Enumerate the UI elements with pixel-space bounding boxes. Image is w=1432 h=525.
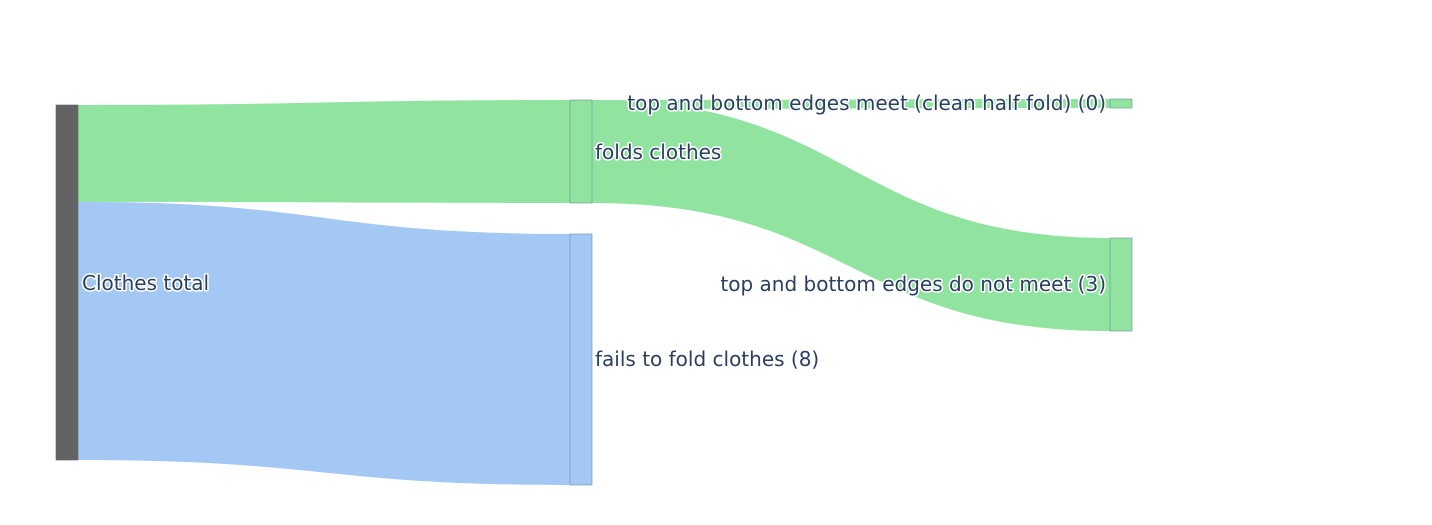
node-meet[interactable] bbox=[1109, 98, 1133, 109]
node-label-nomeet: top and bottom edges do not meet (3) bbox=[720, 272, 1106, 296]
node-nomeet[interactable] bbox=[1109, 237, 1133, 332]
node-fails[interactable] bbox=[569, 233, 593, 486]
node-label-total: Clothes total bbox=[82, 271, 209, 295]
node-folds[interactable] bbox=[569, 99, 593, 204]
node-label-folds: folds clothes bbox=[595, 140, 721, 164]
link-folds-to-nomeet[interactable] bbox=[592, 100, 1110, 331]
sankey-labels: Clothes total folds clothes fails to fold … bbox=[81, 90, 1108, 373]
link-folds-to-meet[interactable] bbox=[592, 99, 1110, 109]
sankey-links bbox=[78, 99, 1110, 485]
node-total[interactable] bbox=[55, 104, 79, 461]
sankey-nodes bbox=[55, 98, 1133, 486]
link-total-to-fails[interactable] bbox=[78, 201, 570, 485]
node-label-meet: top and bottom edges meet (clean half fo… bbox=[627, 91, 1106, 115]
link-total-to-folds[interactable] bbox=[78, 100, 570, 203]
node-label-fails: fails to fold clothes (8) bbox=[595, 347, 819, 371]
